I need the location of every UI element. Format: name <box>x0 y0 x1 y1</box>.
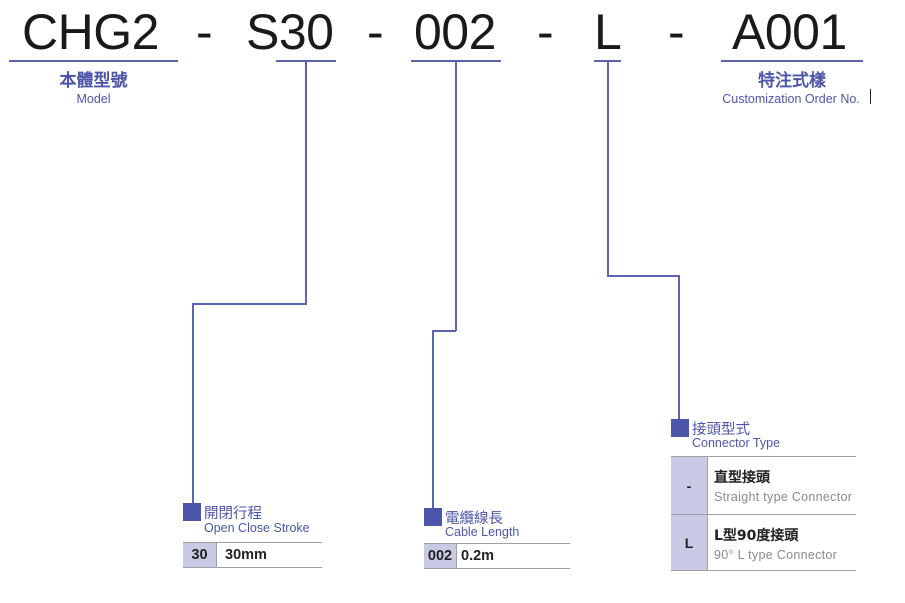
stroke-connector-line <box>305 60 307 304</box>
stroke-table: 30 30mm <box>183 542 322 568</box>
cable-value-cell: 0.2m <box>456 544 570 568</box>
stroke-connector-line <box>192 303 194 503</box>
connector-option-en: Straight type Connector <box>714 490 853 504</box>
code-segment-model: CHG2 <box>22 4 159 60</box>
stroke-value-cell: 30mm <box>216 543 322 567</box>
connector-code-cell: L <box>671 515 707 570</box>
cable-table: 002 0.2m <box>424 543 570 569</box>
connector-title-zh: 接頭型式 <box>692 422 750 438</box>
text-cursor <box>870 89 871 104</box>
connector-marker-icon <box>671 419 689 437</box>
connector-type-connector-line <box>607 60 609 276</box>
separator-dash: - <box>537 4 554 60</box>
connector-code-cell: - <box>671 457 707 514</box>
cable-connector-line <box>432 330 456 332</box>
code-segment-cable: 002 <box>414 4 496 60</box>
customization-label-zh: 特注式樣 <box>758 71 826 91</box>
connector-option-zh: 直型接頭 <box>714 470 770 486</box>
code-segment-customization: A001 <box>732 4 847 60</box>
connector-table: - 直型接頭 Straight type Connector L L型90度接頭… <box>671 456 856 571</box>
connector-type-connector-line <box>607 275 679 277</box>
table-row: L L型90度接頭 90° L type Connector <box>671 515 856 571</box>
code-segment-stroke: S30 <box>246 4 334 60</box>
cable-title-en: Cable Length <box>445 525 520 539</box>
customization-label-en: Customization Order No. <box>722 92 860 106</box>
stroke-code-cell: 30 <box>183 543 216 567</box>
stroke-connector-line <box>192 303 307 305</box>
customization-underline <box>721 60 863 62</box>
separator-dash: - <box>196 4 213 60</box>
connector-type-connector-line <box>678 275 680 419</box>
stroke-marker-icon <box>183 503 201 521</box>
model-label-en: Model <box>76 92 111 106</box>
cable-code-cell: 002 <box>424 544 456 568</box>
stroke-title-en: Open Close Stroke <box>204 521 310 535</box>
model-label-zh: 本體型號 <box>59 71 128 91</box>
stroke-title-zh: 開閉行程 <box>204 506 262 522</box>
cable-marker-icon <box>424 508 442 526</box>
connector-title-en: Connector Type <box>692 436 781 450</box>
connector-value-cell: 直型接頭 Straight type Connector <box>707 457 856 514</box>
separator-dash: - <box>668 4 685 60</box>
connector-option-zh: L型90度接頭 <box>714 528 799 544</box>
separator-dash: - <box>367 4 384 60</box>
connector-value-cell: L型90度接頭 90° L type Connector <box>707 515 856 570</box>
connector-option-en: 90° L type Connector <box>714 548 838 562</box>
cable-connector-line <box>432 330 434 508</box>
cable-connector-line <box>455 60 457 331</box>
code-segment-connector: L <box>594 4 622 60</box>
table-row: - 直型接頭 Straight type Connector <box>671 456 856 515</box>
model-underline <box>9 60 178 62</box>
cable-title-zh: 電纜線長 <box>445 511 503 527</box>
